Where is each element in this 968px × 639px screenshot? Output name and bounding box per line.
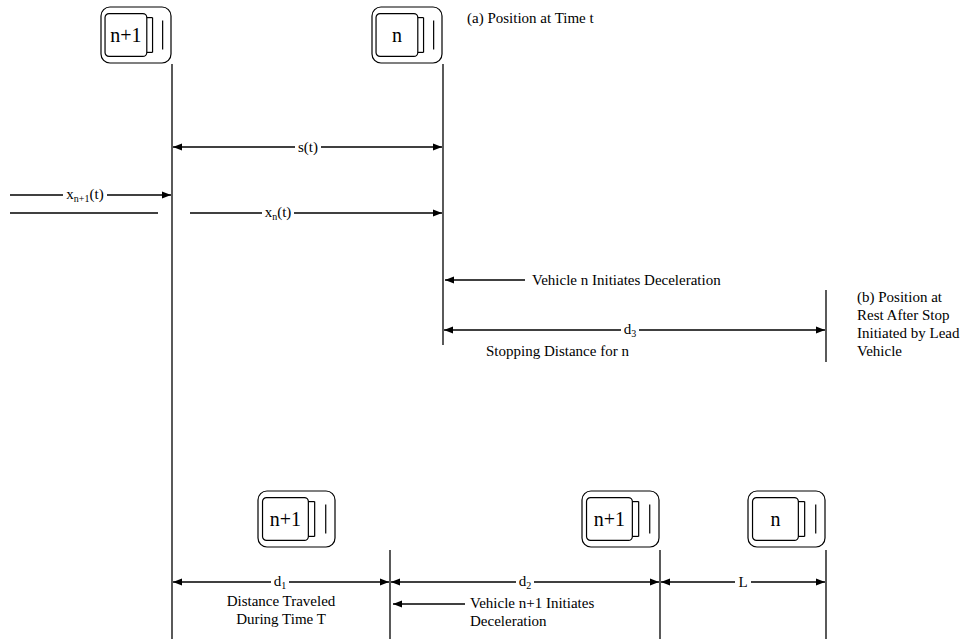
car-label: n [392,25,402,45]
dimension-label: d1 [271,572,290,592]
label-text: n+1 [74,193,90,204]
car-box: n [747,490,826,548]
label-text: L [738,574,747,590]
label-text: (t) [277,204,291,220]
label-text: 1 [281,580,286,591]
car-box: n [371,6,443,64]
dimension-label: Vehicle n Initiates Deceleration [532,271,721,289]
label-text: (a) Position at Time t [467,10,594,26]
label-text: d [624,321,632,337]
dimension-label: xn+1(t) [63,185,106,205]
label-text: x [265,204,273,220]
label-text: (b) Position at Rest After Stop Initiate… [857,289,959,359]
car-label: n+1 [110,25,141,45]
car-label: n [770,509,780,529]
dimension-label: s(t) [295,138,321,156]
label-text: Vehicle n Initiates Deceleration [532,272,721,288]
label-text: 3 [631,328,636,339]
dimension-label: Vehicle n+1 Initiates Deceleration [470,594,620,630]
dimension-label: L [735,573,750,591]
dimension-label: d2 [516,572,535,592]
car-outline [371,6,443,64]
dimension-label: xn(t) [262,203,295,223]
car-box: n+1 [100,6,172,64]
label-text: d [519,573,527,589]
car-label: n+1 [594,509,625,529]
label-text: 2 [526,580,531,591]
label-text: d [274,573,282,589]
dimension-label: d3 [621,320,640,340]
dimension-label: (b) Position at Rest After Stop Initiate… [857,288,961,360]
label-text: x [66,186,74,202]
label-text: n [272,211,277,222]
label-text: Distance Traveled During Time T [227,593,336,627]
dimension-label: Stopping Distance for n [486,342,629,360]
label-text: s(t) [298,139,318,155]
label-text: Stopping Distance for n [486,343,629,359]
label-text: Vehicle n+1 Initiates Deceleration [470,595,594,629]
dimension-label: Distance Traveled During Time T [211,592,351,628]
dimension-label: (a) Position at Time t [467,9,594,27]
car-label: n+1 [270,509,301,529]
car-box: n+1 [257,490,336,548]
car-box: n+1 [581,490,660,548]
label-text: (t) [89,186,103,202]
car-outline [747,490,826,548]
